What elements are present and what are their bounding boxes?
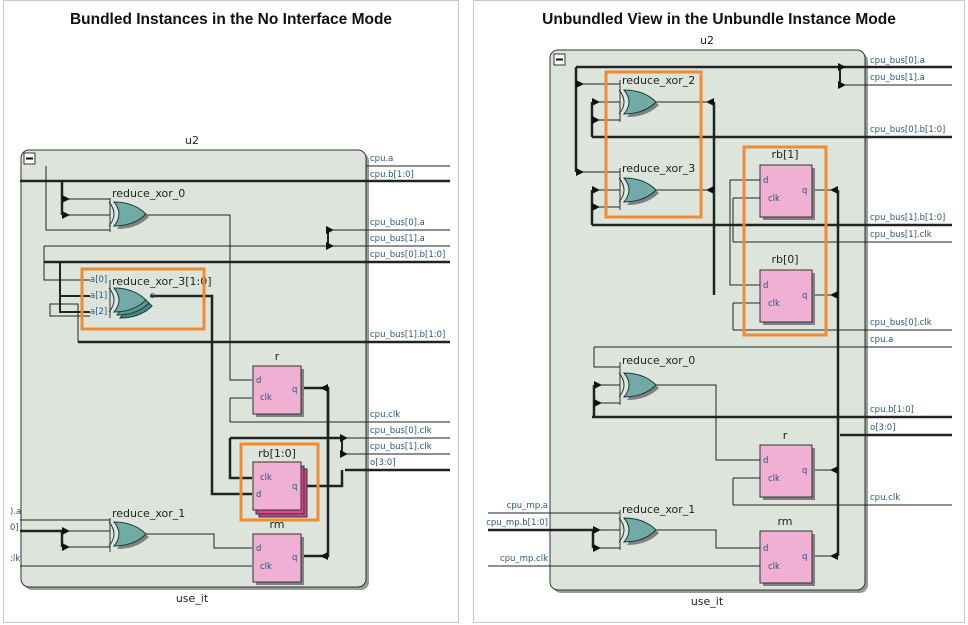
pin-q: q — [292, 553, 297, 563]
port-label: cpu_bus[0].clk — [870, 318, 932, 328]
pin-d: d — [763, 176, 768, 186]
right-instance-name: use_it — [691, 595, 724, 608]
module-body — [549, 49, 866, 591]
pin-label: a[2] — [90, 307, 107, 317]
pin-clk: clk — [260, 562, 272, 572]
right-module-name: u2 — [700, 34, 714, 47]
port-label: o[3:0] — [370, 458, 396, 468]
pin-label: o — [150, 291, 155, 301]
pin-clk: clk — [768, 562, 780, 572]
pin-clk: clk — [768, 299, 780, 309]
xor-gate-reduce-xor-1[interactable]: reduce_xor_1 — [618, 503, 695, 550]
pin-q: q — [292, 385, 297, 395]
flop-label: rb[0] — [771, 253, 798, 266]
pin-d: d — [256, 544, 261, 554]
gate-label: reduce_xor_1 — [622, 503, 695, 516]
flipflop-rm[interactable]: rm d clk q — [252, 518, 304, 585]
highlight-box — [80, 267, 206, 331]
pin-clk: clk — [768, 194, 780, 204]
port-label: cpu_bus[0].a — [870, 56, 925, 66]
port-label: o[3:0] — [870, 423, 896, 433]
xor-gate-reduce-xor-2[interactable]: reduce_xor_2 — [618, 74, 695, 122]
flop-label: r — [783, 429, 788, 442]
port-label: cpu.clk — [370, 410, 400, 420]
gate-label: reduce_xor_2 — [622, 74, 695, 87]
port-label: ).a — [10, 507, 21, 517]
pin-clk: clk — [768, 474, 780, 484]
pin-label: a[1] — [90, 291, 107, 301]
left-module-name: u2 — [185, 134, 199, 147]
flipflop-r[interactable]: r d clk q — [759, 429, 815, 500]
port-label: 0] — [10, 523, 19, 533]
flop-label: rb[1] — [771, 148, 798, 161]
port-label: cpu.a — [870, 335, 893, 345]
flop-label: r — [275, 350, 280, 363]
port-label: cpu_mp.clk — [500, 554, 548, 564]
xor-gate-reduce-xor-3-bundle[interactable]: reduce_xor_3[1:0] a[0] a[1] a[2] o — [90, 275, 212, 319]
port-label: cpu_bus[0].a — [370, 218, 425, 228]
port-label: cpu_mp.a — [507, 501, 548, 511]
left-panel-title: Bundled Instances in the No Interface Mo… — [69, 11, 393, 28]
port-label: cpu.a — [370, 154, 393, 164]
port-label: :lk — [10, 554, 20, 564]
flop-label: rb[1:0] — [258, 447, 296, 460]
pin-q: q — [292, 482, 297, 492]
flipflop-rm[interactable]: rm d clk q — [759, 515, 815, 586]
port-label: cpu_bus[1].clk — [370, 442, 432, 452]
port-label: cpu.b[1:0] — [870, 405, 914, 415]
port-label: cpu_bus[0].b[1:0] — [370, 250, 445, 260]
gate-label: reduce_xor_3 — [622, 162, 695, 175]
flipflop-rb-0[interactable]: rb[0] d clk q — [759, 253, 815, 325]
pin-d: d — [256, 490, 261, 500]
pin-q: q — [802, 552, 807, 562]
flipflop-r[interactable]: r d clk q — [252, 350, 304, 417]
pin-d: d — [256, 376, 261, 386]
pin-d: d — [763, 544, 768, 554]
port-label: cpu.b[1:0] — [370, 170, 414, 180]
minus-box-icon[interactable] — [23, 152, 36, 165]
xor-gate-reduce-xor-3[interactable]: reduce_xor_3 — [618, 162, 695, 210]
gate-label: reduce_xor_0 — [112, 187, 185, 200]
port-label: cpu_bus[0].b[1:0] — [870, 125, 945, 135]
flop-label: rm — [269, 518, 284, 531]
flop-label: rm — [777, 515, 792, 528]
minus-box-icon[interactable] — [553, 53, 566, 66]
left-instance-name: use_it — [176, 592, 209, 605]
highlight-box — [604, 70, 703, 219]
xor-gate-reduce-xor-0[interactable]: reduce_xor_0 — [108, 187, 185, 232]
right-panel-title: Unbundled View in the Unbundle Instance … — [542, 11, 896, 28]
highlight-box — [239, 442, 320, 522]
gate-label: reduce_xor_0 — [622, 354, 695, 367]
flipflop-rb-1[interactable]: rb[1] d clk q — [759, 148, 815, 220]
port-label: cpu_bus[1].clk — [870, 230, 932, 240]
left-module: u2 use_it cpu.a cpu.b[1:0] cpu_bus[0].a … — [10, 134, 450, 605]
pin-label: a[0] — [90, 275, 107, 285]
port-label: cpu_bus[1].b[1:0] — [870, 213, 945, 223]
pin-clk: clk — [260, 393, 272, 403]
pin-q: q — [802, 291, 807, 301]
xor-gate-reduce-xor-1[interactable]: reduce_xor_1 — [108, 507, 185, 552]
port-label: cpu_bus[0].clk — [370, 426, 432, 436]
port-label: cpu_mp.b[1:0] — [486, 518, 548, 528]
gate-label: reduce_xor_3[1:0] — [112, 275, 212, 288]
port-label: cpu_bus[1].a — [870, 73, 925, 83]
flipflop-rb-bundle[interactable]: rb[1:0] clk d q — [252, 447, 308, 518]
port-label: cpu.clk — [870, 493, 900, 503]
highlight-box — [742, 145, 828, 337]
pin-q: q — [802, 466, 807, 476]
pin-q: q — [802, 186, 807, 196]
pin-clk: clk — [260, 473, 272, 483]
pin-d: d — [763, 281, 768, 291]
gate-label: reduce_xor_1 — [112, 507, 185, 520]
port-label: cpu_bus[1].b[1:0] — [370, 330, 445, 340]
pin-d: d — [763, 456, 768, 466]
port-label: cpu_bus[1].a — [370, 234, 425, 244]
right-module: u2 use_it cpu_bus[0].a cpu_bus[1].a cpu_… — [486, 34, 952, 608]
xor-gate-reduce-xor-0[interactable]: reduce_xor_0 — [618, 354, 695, 405]
